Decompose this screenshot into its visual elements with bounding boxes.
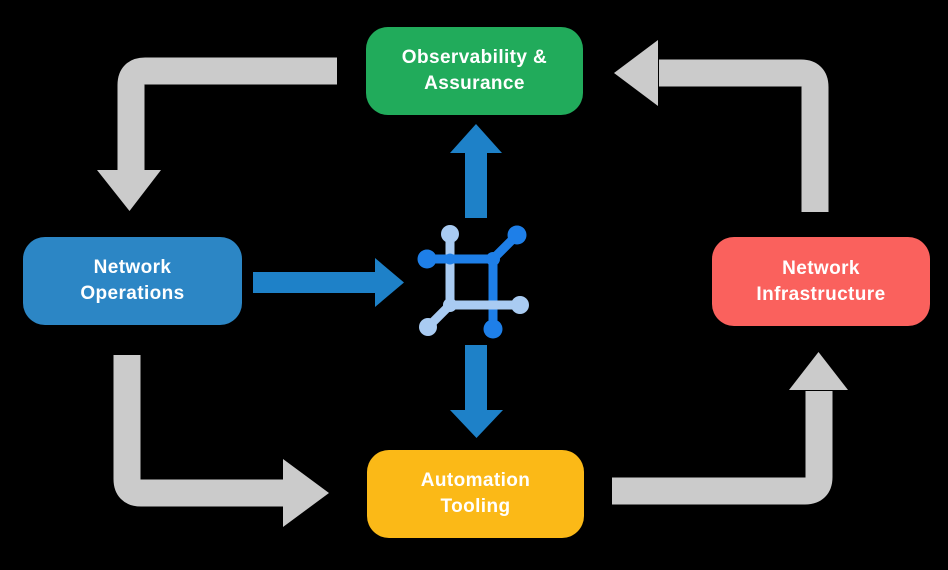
arrow-infrastructure-to-observability-head: [614, 40, 658, 106]
arrow-observability-to-operations-head: [97, 170, 161, 211]
arrow-automation-to-infrastructure-shaft: [612, 391, 833, 505]
icon-left-node: [417, 249, 437, 269]
node-automation-tooling: Automation Tooling: [367, 450, 584, 538]
icon-right-node: [511, 296, 529, 314]
icon-bottomleft-node: [419, 318, 437, 336]
node-network-infrastructure: Network Infrastructure: [712, 237, 930, 326]
node-observability-assurance-label: Observability & Assurance: [401, 47, 548, 94]
arrow-center-to-automation: [450, 345, 503, 438]
arrow-operations-to-automation-shaft: [113, 355, 284, 507]
icon-bottom-node: [483, 319, 503, 339]
icon-topright-node: [507, 225, 527, 245]
icon-bottomleft-corner-dot: [443, 298, 457, 312]
node-network-infrastructure-label: Network Infrastructure: [756, 257, 886, 305]
node-observability-assurance: Observability & Assurance: [366, 27, 583, 115]
arrow-operations-to-automation-head: [283, 459, 329, 527]
icon-top-node: [441, 225, 459, 243]
arrow-automation-to-infrastructure-head: [789, 352, 848, 390]
node-automation-tooling-label: Automation Tooling: [420, 470, 531, 517]
arrow-center-to-observability: [450, 124, 502, 218]
arrow-observability-to-operations-shaft: [117, 57, 337, 171]
node-network-operations: Network Operations: [23, 237, 242, 325]
icon-topright-corner-dot: [486, 252, 500, 266]
network-automation-icon: [417, 225, 529, 339]
icon-topleft-junction-dot: [444, 253, 456, 265]
arrow-infrastructure-to-observability-shaft: [659, 59, 829, 212]
arrow-operations-to-center: [253, 258, 404, 307]
node-network-operations-label: Network Operations: [80, 257, 185, 304]
